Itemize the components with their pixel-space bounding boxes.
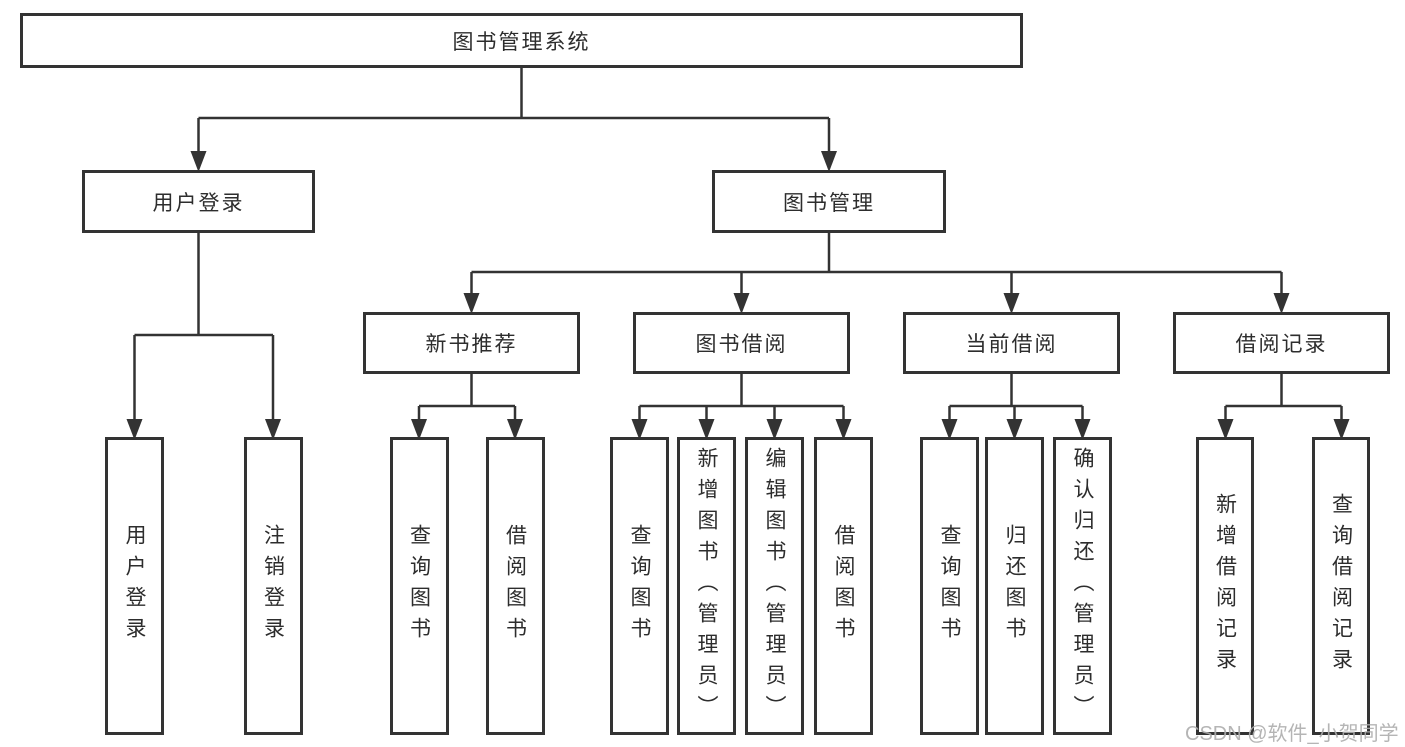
leaf-label: 查询图书 [407, 524, 431, 648]
leaf-label: 新增借阅记录 [1213, 493, 1237, 679]
arrowheads [126, 151, 1350, 440]
leaf-add-borrow-record: 新增借阅记录 [1196, 437, 1254, 735]
node-label: 借阅记录 [1235, 333, 1328, 356]
node-borrow-record: 借阅记录 [1173, 312, 1390, 374]
node-book-management: 图书管理 [712, 170, 946, 233]
node-new-book-recommend: 新书推荐 [363, 312, 580, 374]
node-library-management-system: 图书管理系统 [20, 13, 1023, 68]
node-user-login: 用户登录 [82, 170, 315, 233]
node-label: 图书借阅 [695, 333, 788, 356]
leaf-label: 注销登录 [261, 524, 285, 648]
leaf-label: 借阅图书 [832, 524, 855, 648]
leaf-label: 借阅图书 [503, 524, 527, 648]
leaf-borrow-book-recommend: 借阅图书 [485, 437, 545, 735]
node-label: 当前借阅 [965, 333, 1058, 356]
leaf-query-book-borrow: 查询图书 [610, 437, 669, 735]
leaf-label: 查询借阅记录 [1329, 493, 1353, 679]
node-label: 图书管理系统 [452, 30, 591, 54]
leaf-logout-login: 注销登录 [243, 437, 303, 735]
leaf-query-book-recommend: 查询图书 [389, 437, 449, 735]
leaf-label: 归还图书 [1003, 524, 1026, 648]
leaf-return-book: 归还图书 [985, 437, 1044, 735]
leaf-borrow-book: 借阅图书 [814, 437, 873, 735]
leaf-query-borrow-record: 查询借阅记录 [1312, 437, 1370, 735]
node-label: 图书管理 [783, 191, 875, 215]
leaf-add-book-admin: 新增图书（管理员） [677, 437, 736, 735]
leaf-label: 查询图书 [938, 524, 961, 648]
node-current-borrow: 当前借阅 [903, 312, 1120, 374]
leaf-edit-book-admin: 编辑图书（管理员） [745, 437, 804, 735]
leaf-user-login: 用户登录 [105, 437, 164, 735]
leaf-confirm-return-admin: 确认归还（管理员） [1053, 437, 1112, 735]
node-label: 新书推荐 [425, 333, 518, 356]
leaf-label: 查询图书 [628, 524, 651, 648]
leaf-label: 确认归还（管理员） [1071, 446, 1094, 726]
csdn-watermark: CSDN @软件_小贺同学 [1185, 723, 1399, 745]
leaf-label: 用户登录 [123, 524, 146, 648]
node-book-borrow: 图书借阅 [633, 312, 850, 374]
leaf-label: 新增图书（管理员） [695, 446, 718, 726]
leaf-query-book-current: 查询图书 [920, 437, 979, 735]
node-label: 用户登录 [152, 191, 245, 215]
leaf-label: 编辑图书（管理员） [763, 446, 786, 726]
